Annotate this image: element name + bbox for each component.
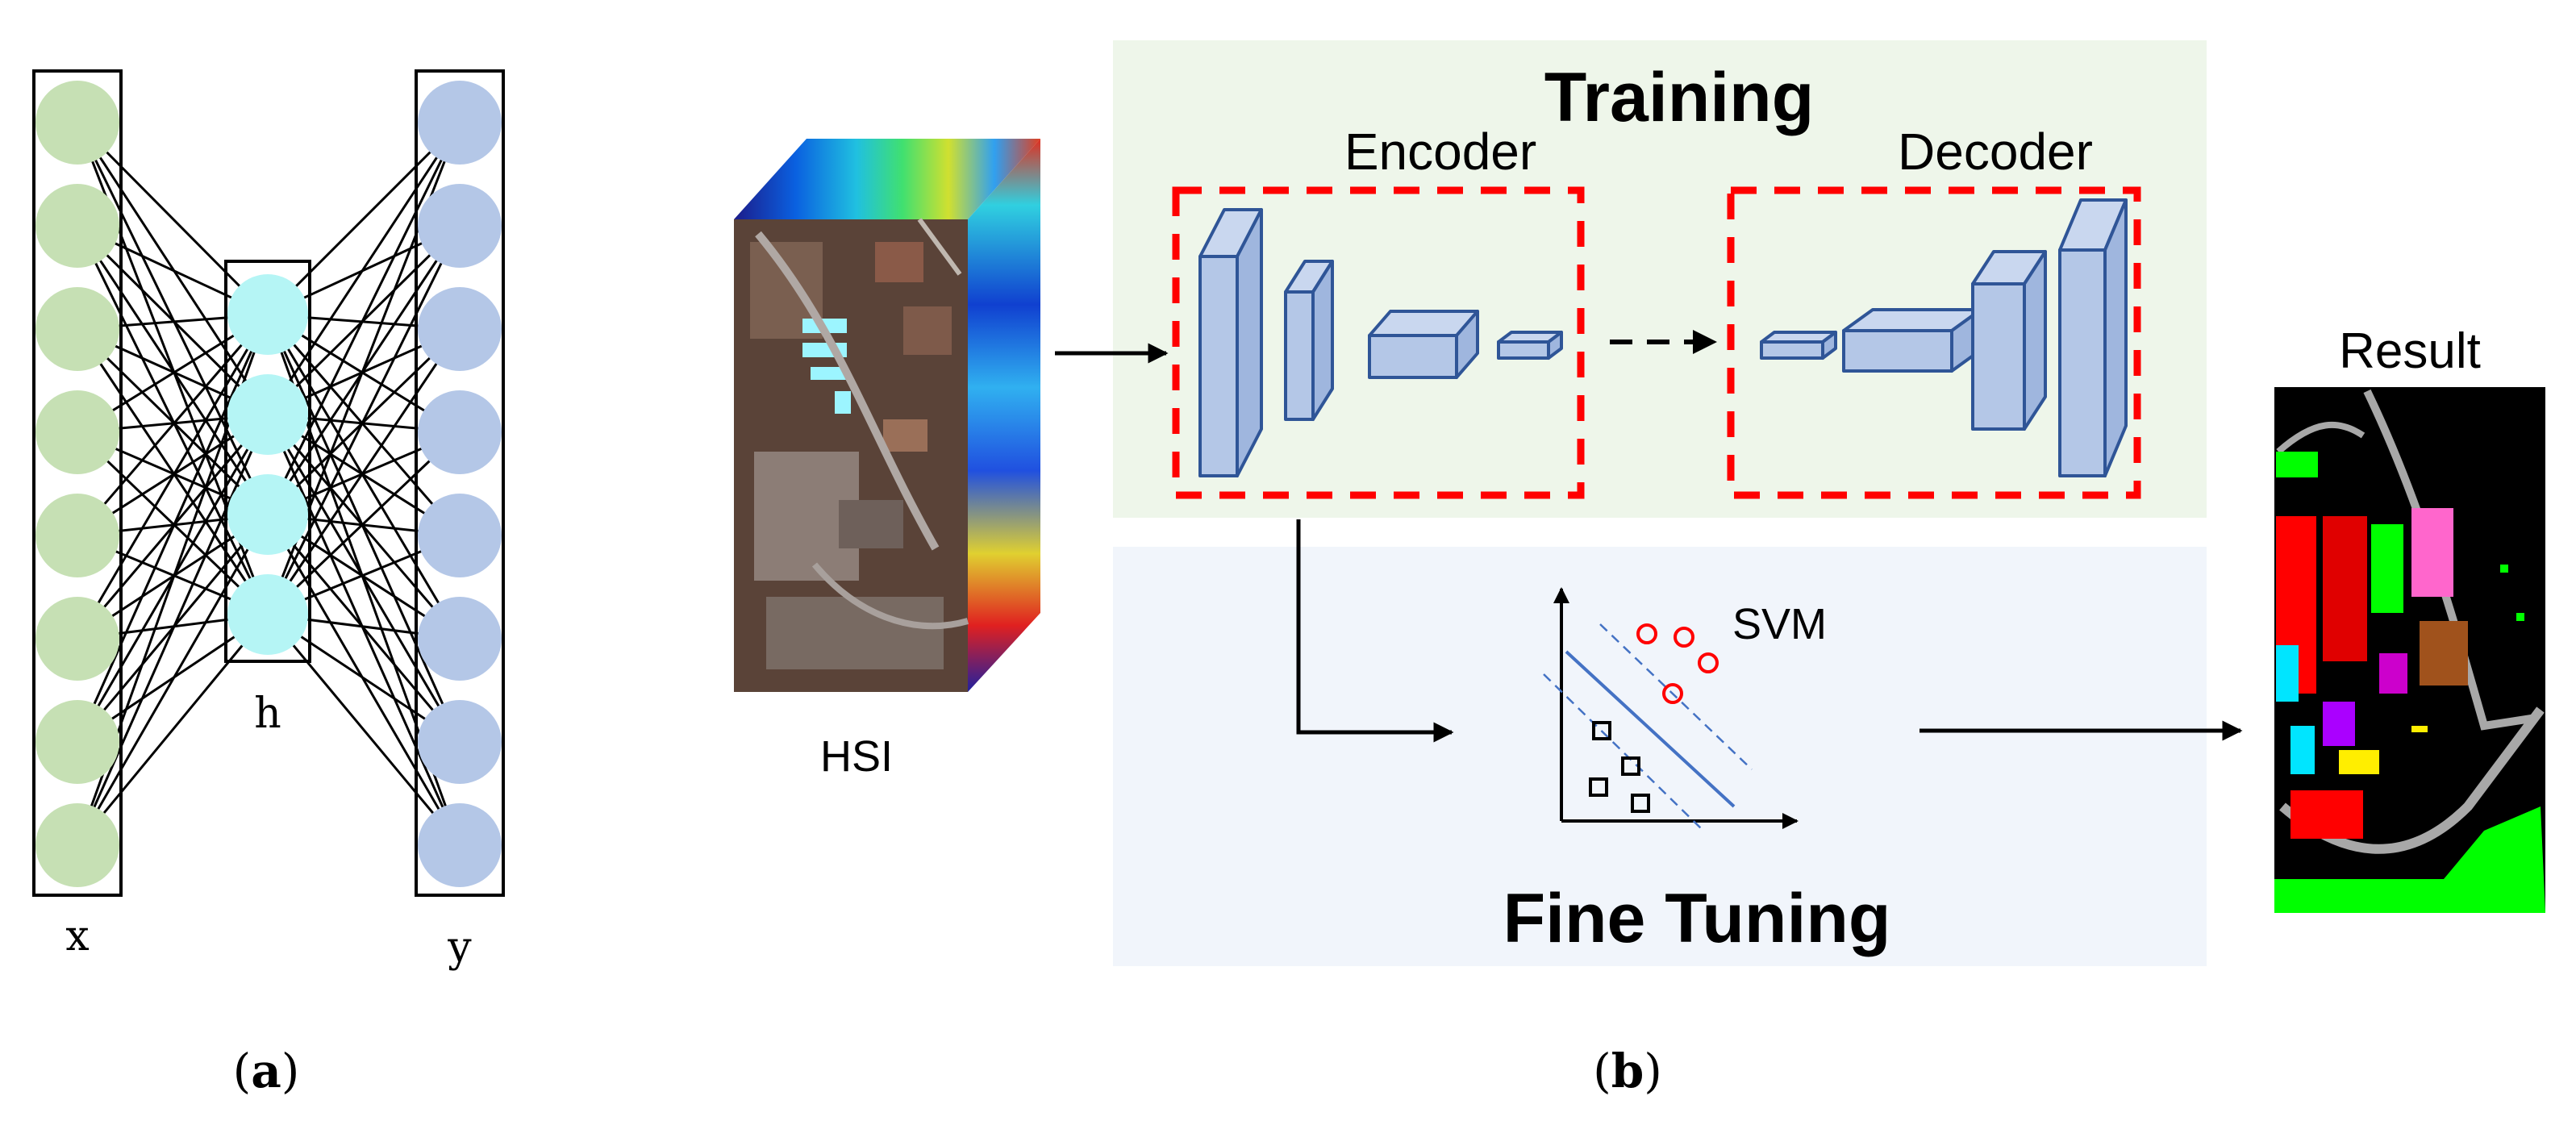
- output-node: [418, 494, 502, 577]
- input-label-x: x: [65, 912, 89, 961]
- svm-class-b-point: [1589, 777, 1608, 797]
- connection-line: [76, 431, 269, 616]
- svm-class-a-point: [1698, 652, 1719, 673]
- decoder-layers: [1760, 198, 2128, 477]
- encoder-layer-block: [1497, 331, 1563, 360]
- connection-line: [266, 121, 461, 316]
- connection-line: [76, 314, 269, 743]
- output-node: [418, 803, 502, 887]
- output-node: [418, 390, 502, 474]
- arrow-encoder-to-svm: [1296, 519, 1454, 743]
- output-node: [418, 184, 502, 268]
- svm-class-a-point: [1662, 683, 1683, 704]
- svm-margin-lower: [1543, 673, 1704, 831]
- training-title: Training: [1544, 59, 1814, 136]
- connection-line: [76, 314, 269, 536]
- hidden-node: [227, 474, 308, 555]
- hsi-aerial-image: [734, 218, 969, 692]
- encoder-layers: [1198, 208, 1563, 477]
- autoencoder-network: x h y (a): [32, 69, 505, 1098]
- encoder-layer-block: [1284, 260, 1334, 421]
- output-layer-box: [415, 69, 505, 897]
- encoder-label: Encoder: [1344, 123, 1536, 181]
- hsi-cube-side: [968, 139, 1040, 692]
- hsi-cube-top: [734, 139, 1040, 219]
- connection-line: [266, 514, 461, 846]
- hidden-node: [227, 374, 308, 455]
- connection-line: [76, 314, 269, 640]
- input-node: [35, 700, 119, 784]
- input-node: [35, 803, 119, 887]
- connection-line: [266, 614, 461, 846]
- output-node: [418, 700, 502, 784]
- connection-line: [266, 314, 461, 536]
- svm-class-a-point: [1636, 623, 1657, 644]
- connection-line: [266, 122, 461, 515]
- connection-line: [76, 225, 269, 515]
- svm-class-a-point: [1674, 627, 1694, 648]
- input-layer-box: [32, 69, 123, 897]
- hsi-cube: [734, 139, 1040, 692]
- decoder-dashed-box: [1727, 186, 2141, 499]
- input-node: [35, 184, 119, 268]
- encoder-dashed-box: [1172, 186, 1585, 499]
- fine-tuning-region: [1113, 547, 2207, 966]
- hidden-layer-box: [224, 260, 311, 663]
- network-nodes: [35, 81, 502, 887]
- decoder-layer-block: [1971, 250, 2047, 431]
- connection-line: [76, 121, 269, 316]
- output-node: [418, 287, 502, 371]
- input-node: [35, 390, 119, 474]
- connection-line: [76, 328, 269, 615]
- decoder-label: Decoder: [1898, 123, 2093, 181]
- connection-line: [76, 122, 269, 415]
- encoder-layer-block: [1198, 208, 1263, 477]
- input-node: [35, 81, 119, 165]
- svm-class-b-point: [1631, 794, 1650, 813]
- svm-label: SVM: [1732, 600, 1827, 648]
- connection-line: [76, 414, 269, 846]
- result-classification-map: [2274, 387, 2545, 913]
- fine-tuning-title: Fine Tuning: [1503, 880, 1891, 957]
- connection-line: [266, 328, 461, 615]
- decoder-layer-block: [1760, 331, 1837, 360]
- caption-a: (a): [233, 1044, 300, 1098]
- hsi-label: HSI: [820, 732, 893, 781]
- connection-line: [266, 414, 461, 743]
- pipeline-diagram: HSI Training Encoder Decoder: [734, 40, 2545, 1098]
- output-node: [418, 597, 502, 681]
- decoder-layer-block: [1842, 308, 1982, 373]
- input-node: [35, 597, 119, 681]
- hidden-node: [227, 274, 308, 355]
- hidden-label-h: h: [254, 690, 281, 738]
- connection-line: [266, 431, 461, 616]
- svm-plot: SVM: [1543, 587, 1827, 831]
- encoder-layer-block: [1368, 310, 1479, 379]
- decoder-layer-block: [2058, 198, 2128, 477]
- connection-line: [76, 514, 269, 846]
- input-node: [35, 494, 119, 577]
- svm-class-b-point: [1592, 721, 1611, 740]
- input-node: [35, 287, 119, 371]
- output-label-y: y: [447, 923, 472, 972]
- svm-hyperplane: [1565, 650, 1736, 808]
- hidden-node: [227, 574, 308, 655]
- connection-line: [76, 614, 269, 846]
- connection-line: [266, 314, 461, 640]
- output-node: [418, 81, 502, 165]
- connection-line: [266, 122, 461, 415]
- caption-b: (b): [1593, 1044, 1662, 1098]
- connection-line: [266, 225, 461, 615]
- result-label: Result: [2339, 323, 2481, 379]
- svm-margin-upper: [1599, 623, 1753, 770]
- svm-class-b-point: [1621, 756, 1640, 776]
